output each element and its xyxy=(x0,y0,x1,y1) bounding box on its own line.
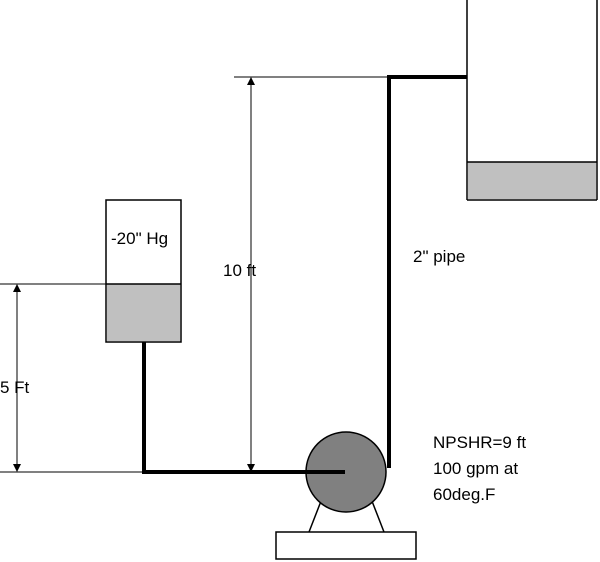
dimension-lines xyxy=(0,76,389,473)
pump xyxy=(275,431,417,560)
tank-pressure-label: -20" Hg xyxy=(111,229,168,248)
discharge-tank xyxy=(466,0,598,201)
pump-spec-flow: 100 gpm at xyxy=(433,459,518,478)
discharge-tank-liquid xyxy=(468,162,596,199)
pump-spec-npshr: NPSHR=9 ft xyxy=(433,433,526,452)
pump-base xyxy=(275,531,417,560)
suction-tank xyxy=(105,199,182,343)
height-10ft-label: 10 ft xyxy=(223,261,256,280)
pump-spec-temperature: 60deg.F xyxy=(433,485,495,504)
pipe-size-label: 2" pipe xyxy=(413,247,465,266)
discharge-pipe xyxy=(387,75,467,468)
suction-tank-liquid xyxy=(107,284,180,341)
height-5ft-label: 5 Ft xyxy=(0,378,30,397)
piping xyxy=(142,75,467,474)
